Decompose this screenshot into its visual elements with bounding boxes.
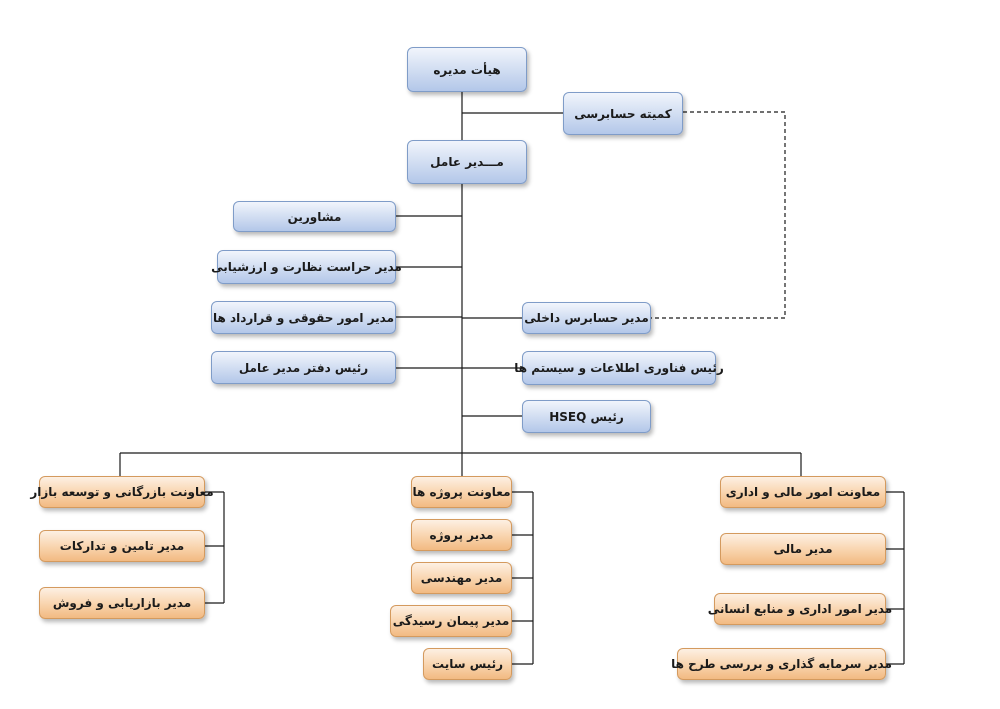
it-head-box: رئیس فناوری اطلاعات و سیستم ها xyxy=(514,351,724,385)
security-manager-box: مدیر حراست نظارت و ارزشیابی xyxy=(211,250,402,284)
project-manager-box: مدیر پروژه xyxy=(411,519,512,551)
ceo-box: مـــدیر عامل xyxy=(407,140,527,184)
commercial-deputy-box: معاونت بازرگانی و توسعه بازار xyxy=(30,476,214,508)
ceo-office-head-box: رئیس دفتر مدیر عامل xyxy=(211,351,396,384)
audit-committee-box: کمیته حسابرسی xyxy=(563,92,683,135)
projects-deputy-box: معاونت پروژه ها xyxy=(411,476,512,508)
hseq-head-box: رئیس HSEQ xyxy=(522,400,651,433)
finance-manager-box: مدیر مالی xyxy=(720,533,886,565)
legal-manager-box: مدیر امور حقوقی و قرارداد ها xyxy=(211,301,396,334)
finance-deputy-box: معاونت امور مالی و اداری xyxy=(720,476,886,508)
procurement-manager-box: مدیر تامین و تدارکات xyxy=(39,530,205,562)
contract-manager-box: مدیر پیمان رسیدگی xyxy=(390,605,512,637)
board-box: هیأت مدیره xyxy=(407,47,527,92)
admin-hr-manager-box: مدیر امور اداری و منابع انسانی xyxy=(708,593,892,625)
internal-audit-manager-box: مدیر حسابرس داخلی xyxy=(522,302,651,334)
site-head-box: رئیس سایت xyxy=(423,648,512,680)
advisors-box: مشاورین xyxy=(233,201,396,232)
engineering-manager-box: مدیر مهندسی xyxy=(411,562,512,594)
marketing-sales-manager-box: مدیر بازاریابی و فروش xyxy=(39,587,205,619)
investment-manager-box: مدیر سرمایه گذاری و بررسی طرح ها xyxy=(671,648,892,680)
